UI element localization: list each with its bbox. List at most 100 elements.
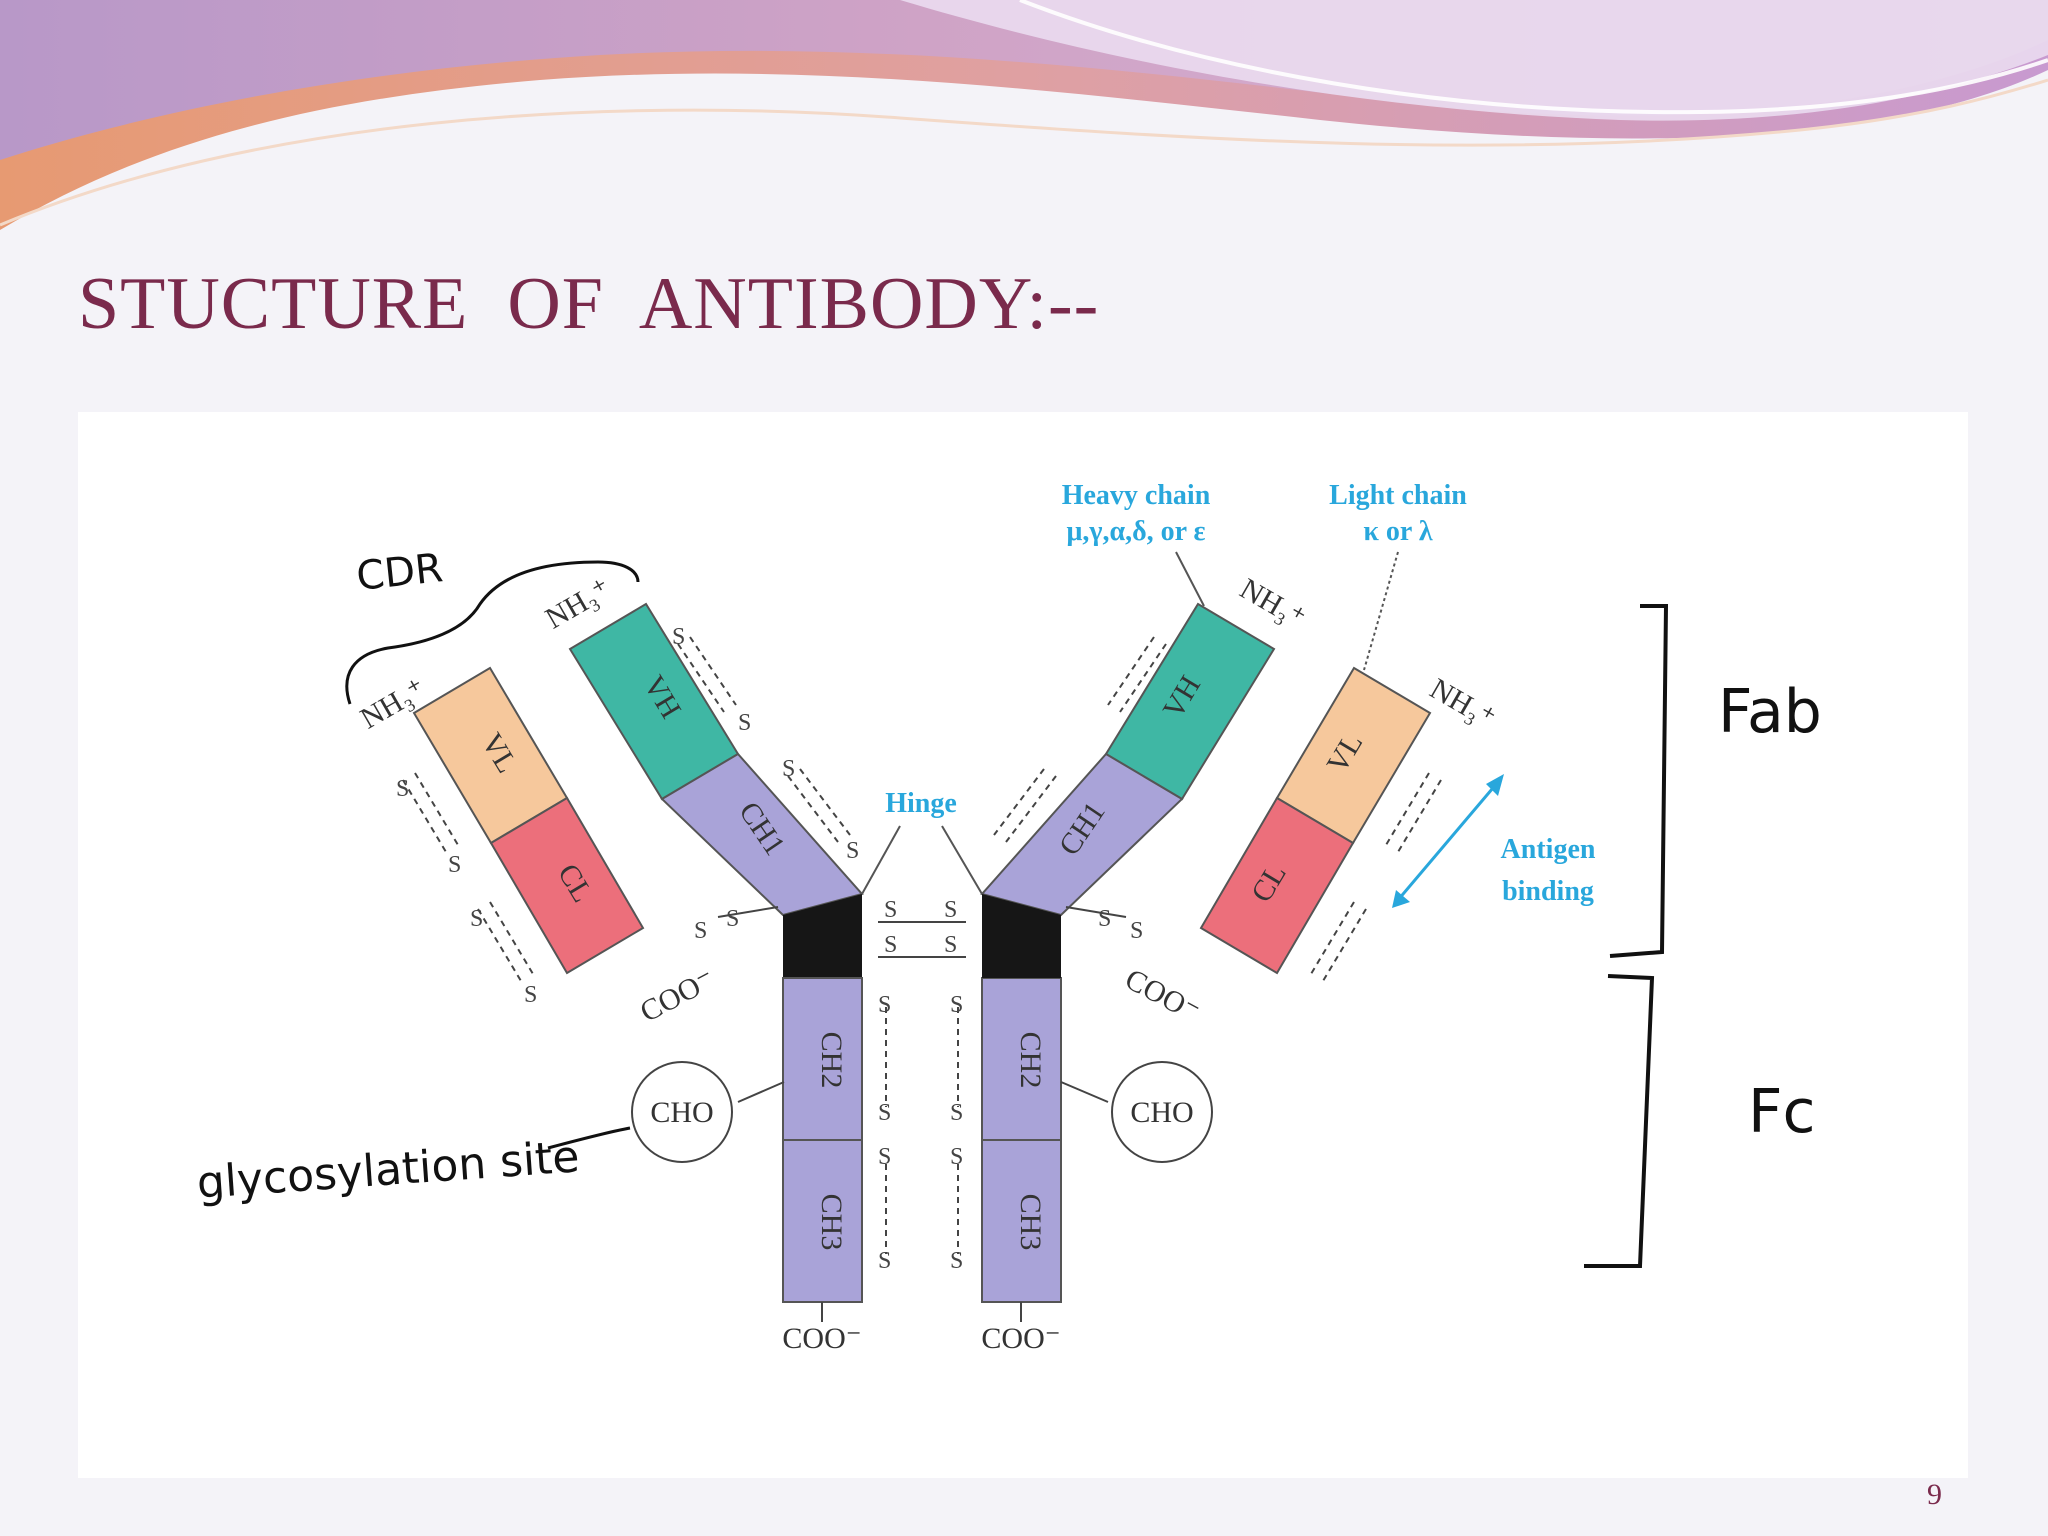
fc-bracket: Fc	[1584, 974, 1816, 1268]
disulfide-atom-label: S	[944, 897, 957, 923]
bond-line	[1060, 1081, 1109, 1103]
bond-line	[941, 825, 983, 895]
disulfide-atom-label: S	[884, 897, 897, 923]
svg-text:μ,γ,α,δ, or ε: μ,γ,α,δ, or ε	[1066, 516, 1205, 547]
disulfide-atom-label: S	[878, 1100, 891, 1126]
bond-line	[1107, 636, 1155, 706]
bond-line	[477, 908, 522, 982]
disulfide-atom-label: S	[884, 932, 897, 958]
svg-text:κ or λ: κ or λ	[1363, 516, 1432, 547]
left-cl-domain	[489, 796, 645, 975]
left-heavy-nh3: NH₃⁺	[540, 572, 617, 635]
page-number: 9	[1927, 1478, 1942, 1511]
disulfide-atom-label: S	[950, 1144, 963, 1170]
bond-line	[1322, 908, 1367, 982]
bond-line	[489, 901, 534, 975]
svg-text:glycosylation site: glycosylation site	[195, 1131, 581, 1209]
disulfide-atom-label: S	[950, 1100, 963, 1126]
bond-line	[1310, 901, 1355, 975]
svg-text:CDR: CDR	[354, 545, 445, 600]
disulfide-atom-label: S	[726, 906, 739, 932]
svg-text:Antigen: Antigen	[1501, 834, 1596, 865]
right-ch3-label: CH3	[1014, 1194, 1047, 1251]
bond-line	[861, 825, 901, 895]
light-chain-callout: Light chain κ or λ	[1329, 480, 1467, 671]
bond-line	[677, 643, 725, 713]
bond-line	[993, 768, 1045, 836]
bond-line	[1363, 551, 1399, 671]
disulfide-atom-label: S	[738, 710, 751, 736]
fab-bracket: Fab	[1609, 604, 1822, 958]
antigen-binding-callout: Antigen binding	[1392, 774, 1596, 908]
right-cho-circle	[1111, 1061, 1213, 1163]
disulfide-atom-label: S	[396, 776, 409, 802]
hinge-callout: Hinge	[861, 788, 983, 895]
disulfide-atom-label: S	[950, 992, 963, 1018]
left-cho-circle	[631, 1061, 733, 1163]
bond-line	[402, 779, 447, 853]
bond-line	[799, 768, 851, 836]
left-heavy-chain-fc: CH2 CH3 COO⁻ S S S S CHO	[631, 977, 891, 1355]
disulfide-atom-label: S	[694, 918, 707, 944]
left-ch3-label: CH3	[815, 1194, 848, 1251]
left-ch2-label: CH2	[815, 1032, 848, 1089]
bond-line	[787, 775, 839, 843]
right-hinge-block	[982, 894, 1061, 978]
svg-text:Light chain: Light chain	[1329, 480, 1467, 511]
svg-text:Fc: Fc	[1748, 1077, 1816, 1147]
disulfide-atom-label: S	[878, 992, 891, 1018]
bond-line	[1175, 551, 1205, 607]
cdr-annotation: CDR	[345, 545, 640, 705]
right-ch2-domain	[981, 977, 1062, 1141]
svg-text:Heavy chain: Heavy chain	[1062, 480, 1211, 511]
hinge-disulfide-bonds: S S S S	[878, 897, 966, 958]
disulfide-atom-label: S	[672, 624, 685, 650]
svg-text:binding: binding	[1502, 876, 1594, 907]
disulfide-atom-label: S	[846, 838, 859, 864]
left-cho-label: CHO	[650, 1096, 713, 1129]
right-cl-domain	[1199, 796, 1355, 975]
right-light-nh3: NH₃⁺	[1424, 672, 1501, 735]
disulfide-atom-label: S	[524, 982, 537, 1008]
right-ch3-domain	[981, 1139, 1062, 1303]
antibody-figure-panel: VL CL NH₃⁺ COO⁻ S S S S VH CH1 NH₃⁺ S S	[78, 412, 1968, 1478]
antibody-structure-diagram: VL CL NH₃⁺ COO⁻ S S S S VH CH1 NH₃⁺ S S	[195, 480, 1822, 1355]
left-light-coo: COO⁻	[635, 962, 720, 1028]
disulfide-atom-label: S	[1098, 906, 1111, 932]
disulfide-atom-label: S	[950, 1248, 963, 1274]
left-ch3-domain	[782, 1139, 863, 1303]
left-hinge-block	[783, 894, 862, 978]
bond-line	[1385, 772, 1430, 846]
bond-line	[1119, 643, 1167, 713]
disulfide-atom-label: S	[470, 906, 483, 932]
disulfide-atom-label: S	[1130, 918, 1143, 944]
bond-line	[717, 906, 779, 918]
disulfide-atom-label: S	[944, 932, 957, 958]
bond-line	[1065, 906, 1127, 918]
right-heavy-chain-fab: VH CH1 NH₃⁺ S S	[980, 572, 1311, 978]
disulfide-atom-label: S	[448, 852, 461, 878]
bond-line	[689, 636, 737, 706]
right-ch2-label: CH2	[1014, 1032, 1047, 1089]
disulfide-atom-label: S	[782, 756, 795, 782]
bond-line	[1397, 779, 1442, 853]
svg-text:Hinge: Hinge	[885, 788, 957, 819]
disulfide-atom-label: S	[878, 1248, 891, 1274]
bond-line	[1396, 781, 1500, 901]
svg-text:Fab: Fab	[1718, 677, 1822, 747]
heavy-chain-callout: Heavy chain μ,γ,α,δ, or ε	[1062, 480, 1211, 607]
bond-line	[1005, 775, 1057, 843]
right-light-coo: COO⁻	[1120, 962, 1205, 1028]
right-heavy-nh3: NH₃⁺	[1234, 572, 1311, 635]
header-wave-decoration	[0, 0, 2048, 230]
bond-line	[414, 772, 459, 846]
left-heavy-coo: COO⁻	[782, 1322, 861, 1355]
left-ch2-domain	[782, 977, 863, 1141]
glycosylation-annotation: glycosylation site	[195, 1126, 631, 1209]
left-light-nh3: NH₃⁺	[355, 672, 432, 735]
slide-title: STUCTURE OF ANTIBODY:--	[78, 263, 1100, 345]
right-heavy-coo: COO⁻	[981, 1322, 1060, 1355]
right-heavy-chain-fc: CH2 CH3 COO⁻ S S S S CHO	[950, 977, 1213, 1355]
bond-line	[737, 1081, 785, 1103]
right-cho-label: CHO	[1130, 1096, 1193, 1129]
